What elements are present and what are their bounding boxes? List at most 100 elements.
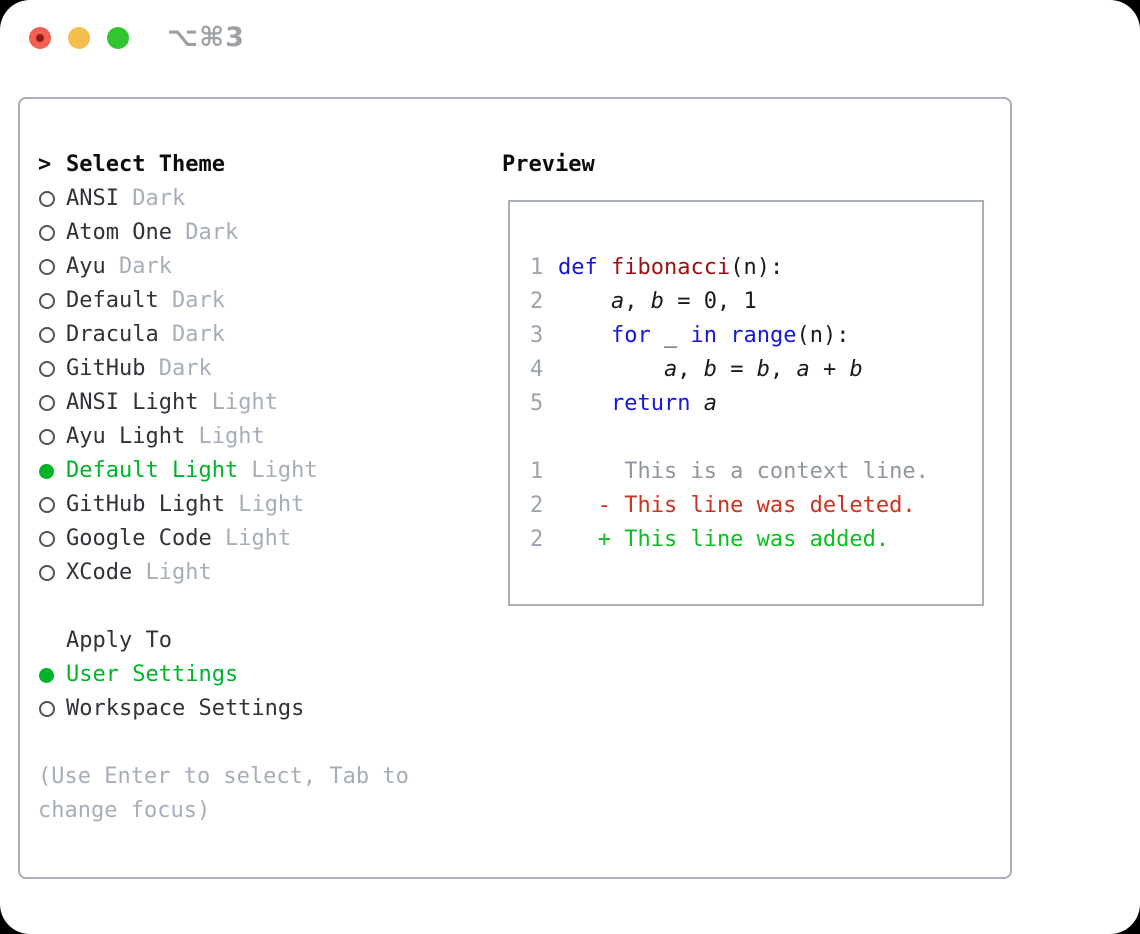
theme-variant-tag: Light [132,560,212,585]
help-text: (Use Enter to select, Tab to change focu… [38,764,409,823]
theme-name-label: Default [66,288,159,313]
code-segment: def [558,255,598,280]
apply-option-label: Workspace Settings [66,696,305,721]
theme-option-atom-one[interactable]: Atom One Dark [38,216,450,250]
theme-name-label: Dracula [66,322,159,347]
preview-title: Preview [502,152,595,177]
section-gap [38,590,450,624]
code-segment: = [716,357,757,382]
code-segment: a [703,391,717,416]
code-segment: + This line was added. [558,527,890,552]
radio-icon [38,531,66,547]
apply-option-user-settings[interactable]: User Settings [38,658,450,692]
code-line: 4 a, b = b, a + b [530,353,982,387]
code-line: 3 for _ in range(n): [530,319,982,353]
theme-option-github[interactable]: GitHub Dark [38,352,450,386]
code-segment: a [796,357,810,382]
theme-option-ansi[interactable]: ANSI Dark [38,182,450,216]
code-segment: + [809,357,850,382]
line-number: 1 [530,255,544,280]
theme-name-label: Ayu [66,254,106,279]
radio-icon [38,191,66,207]
code-segment: for [610,323,651,348]
section-gap-2 [38,726,450,760]
radio-icon [38,293,66,309]
apply-to-title: Apply To [66,628,172,653]
theme-name-label: Google Code [66,526,212,551]
zoom-window-button[interactable] [107,27,129,49]
theme-variant-tag: Dark [158,322,225,347]
line-number: 1 [530,459,544,484]
prompt-container: > [38,148,66,182]
theme-variant-tag: Light [198,390,278,415]
code-segment: a [663,357,678,382]
theme-name-label: Ayu Light [66,424,186,449]
theme-option-google-code[interactable]: Google Code Light [38,522,450,556]
line-number: 3 [530,323,544,348]
theme-option-ayu-light[interactable]: Ayu Light Light [38,420,450,454]
code-line: 2 a, b = 0, 1 [530,285,982,319]
code-line [530,421,982,455]
code-segment: , [677,357,704,382]
radio-icon [38,225,66,241]
theme-variant-tag: Dark [158,288,225,313]
code-segment [558,323,611,348]
line-number: 2 [530,527,544,552]
theme-option-ayu[interactable]: Ayu Dark [38,250,450,284]
code-segment: - This line was deleted. [558,493,916,518]
radio-icon [38,429,66,445]
code-segment: a [610,289,625,314]
minimize-window-button[interactable] [68,27,90,49]
code-segment [690,391,703,416]
theme-variant-tag: Light [185,424,265,449]
radio-icon [38,395,66,411]
window-shortcut-label: ⌥⌘3 [167,22,245,53]
theme-option-default[interactable]: Default Dark [38,284,450,318]
code-segment: (n): [730,255,784,280]
theme-name-label: GitHub [66,356,146,381]
theme-option-ansi-light[interactable]: ANSI Light Light [38,386,450,420]
code-segment [717,323,730,348]
radio-icon [38,361,66,377]
code-segment: This is a context line. [558,459,929,484]
theme-name-label: XCode [66,560,133,585]
code-segment: , [624,289,651,314]
theme-option-xcode[interactable]: XCode Light [38,556,450,590]
theme-name-label: Default Light [66,458,239,483]
radio-selected-icon [38,667,66,683]
apply-option-workspace-settings[interactable]: Workspace Settings [38,692,450,726]
theme-variant-tag: Light [238,458,318,483]
code-segment: b [703,357,717,382]
code-segment: = 0, 1 [663,289,757,314]
radio-icon [38,701,66,717]
code-line: 2 + This line was added. [530,523,982,557]
theme-option-default-light[interactable]: Default Light Light [38,454,450,488]
code-segment: (n): [796,323,850,348]
line-number: 2 [530,493,544,518]
code-segment [558,357,664,382]
code-line: 2 - This line was deleted. [530,489,982,523]
theme-variant-tag: Dark [118,186,186,211]
code-segment: b [849,357,863,382]
apply-to-header: Apply To [38,624,450,658]
code-segment: b [650,289,664,314]
theme-option-dracula[interactable]: Dracula Dark [38,318,450,352]
theme-variant-tag: Dark [105,254,172,279]
theme-option-github-light[interactable]: GitHub Light Light [38,488,450,522]
theme-variant-tag: Light [211,526,292,551]
line-number: 2 [530,289,544,314]
radio-icon [38,565,66,581]
code-segment: return [610,391,691,416]
code-line: 1 This is a context line. [530,455,982,489]
radio-selected-icon [38,463,66,479]
close-window-button[interactable] [29,27,51,49]
window-controls [29,27,129,49]
theme-variant-tag: Dark [145,356,212,381]
radio-icon [38,327,66,343]
code-line: 5 return a [530,387,982,421]
